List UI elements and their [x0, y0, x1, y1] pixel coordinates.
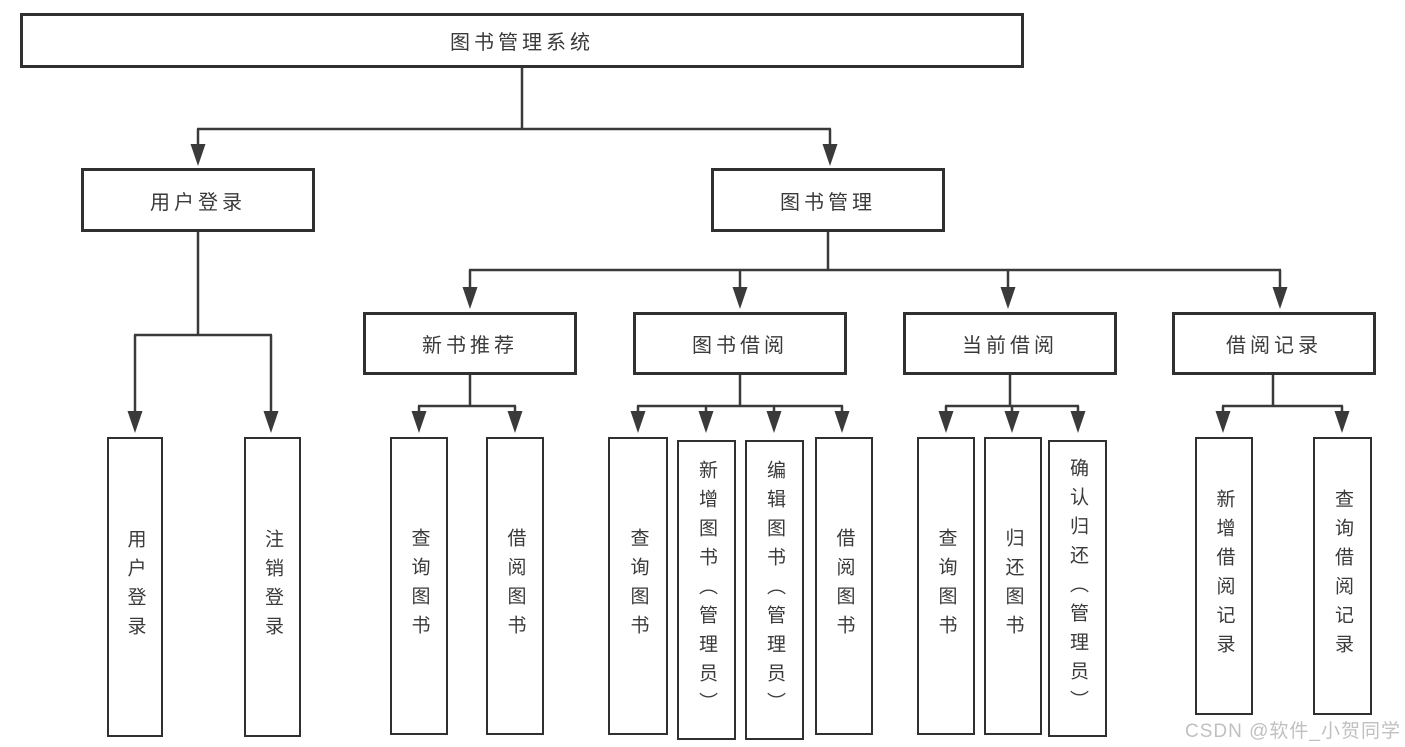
- node-book-management: 图书管理: [711, 168, 945, 232]
- arrowhead-icon: [1004, 411, 1020, 433]
- arrowhead-icon: [1215, 411, 1231, 433]
- arrowhead-icon: [766, 411, 782, 433]
- arrowhead-icon: [263, 411, 279, 433]
- connector-new-books-to-leaves: [411, 375, 523, 433]
- node-label: 图书借阅: [692, 335, 788, 357]
- leaf-user-login: 用户登录: [107, 437, 163, 737]
- leaf-current-return-books: 归还图书: [984, 437, 1042, 735]
- leaf-records-add-borrow-record: 新增借阅记录: [1195, 437, 1253, 715]
- node-library-management-system: 图书管理系统: [20, 13, 1024, 68]
- arrowhead-icon: [507, 411, 523, 433]
- leaf-borrowing-edit-books-admin: 编辑图书（管理员）: [745, 440, 804, 740]
- node-label: 借阅记录: [1226, 335, 1322, 357]
- connector-root-to-level2: [190, 68, 838, 166]
- arrowhead-icon: [732, 287, 748, 309]
- leaf-label: 借阅图书: [504, 528, 526, 644]
- leaf-label: 确认归还（管理员）: [1067, 458, 1088, 719]
- arrowhead-icon: [698, 411, 714, 433]
- leaf-label: 用户登录: [124, 529, 146, 645]
- node-label: 用户登录: [150, 191, 246, 214]
- arrowhead-icon: [1334, 411, 1350, 433]
- arrowhead-icon: [190, 144, 206, 166]
- arrowhead-icon: [411, 411, 427, 433]
- leaf-label: 查询借阅记录: [1332, 489, 1353, 663]
- leaf-current-query-books: 查询图书: [917, 437, 975, 735]
- connector-user-login-to-leaves: [127, 232, 279, 433]
- leaf-borrowing-borrow-books: 借阅图书: [815, 437, 873, 735]
- leaf-label: 借阅图书: [833, 528, 855, 644]
- node-borrowing-records: 借阅记录: [1172, 312, 1376, 375]
- leaf-label: 新增图书（管理员）: [696, 459, 717, 721]
- node-label: 新书推荐: [422, 335, 518, 357]
- watermark: CSDN @软件_小贺同学: [1185, 721, 1401, 742]
- arrowhead-icon: [938, 411, 954, 433]
- leaf-label: 归还图书: [1002, 528, 1024, 644]
- leaf-logout: 注销登录: [244, 437, 301, 737]
- leaf-label: 新增借阅记录: [1213, 489, 1235, 663]
- arrowhead-icon: [834, 411, 850, 433]
- arrowhead-icon: [1070, 411, 1086, 433]
- node-book-borrowing: 图书借阅: [633, 312, 847, 375]
- leaf-borrowing-add-books-admin: 新增图书（管理员）: [677, 440, 736, 740]
- node-current-borrowing: 当前借阅: [903, 312, 1117, 375]
- node-label: 当前借阅: [962, 335, 1058, 357]
- connector-borrow-records-to-leaves: [1215, 375, 1350, 433]
- leaf-label: 查询图书: [408, 528, 430, 644]
- node-label: 图书管理系统: [450, 32, 594, 54]
- leaf-new-books-borrow-books: 借阅图书: [486, 437, 544, 735]
- leaf-label: 查询图书: [935, 528, 957, 644]
- leaf-label: 注销登录: [262, 529, 283, 645]
- node-user-login: 用户登录: [81, 168, 315, 232]
- leaf-new-books-query-books: 查询图书: [390, 437, 448, 735]
- connector-book-management-to-level3: [462, 232, 1288, 309]
- leaf-label: 查询图书: [627, 528, 649, 644]
- leaf-current-confirm-return-admin: 确认归还（管理员）: [1048, 440, 1107, 737]
- arrowhead-icon: [127, 411, 143, 433]
- arrowhead-icon: [822, 144, 838, 166]
- node-new-book-recommendation: 新书推荐: [363, 312, 577, 375]
- leaf-records-query-borrow-record: 查询借阅记录: [1313, 437, 1372, 715]
- leaf-borrowing-query-books: 查询图书: [608, 437, 668, 735]
- connector-book-borrowing-to-leaves: [630, 375, 850, 433]
- node-label: 图书管理: [780, 191, 876, 214]
- arrowhead-icon: [462, 287, 478, 309]
- connector-current-borrowing-to-leaves: [938, 375, 1086, 433]
- arrowhead-icon: [1000, 287, 1016, 309]
- arrowhead-icon: [1272, 287, 1288, 309]
- leaf-label: 编辑图书（管理员）: [764, 459, 785, 721]
- arrowhead-icon: [630, 411, 646, 433]
